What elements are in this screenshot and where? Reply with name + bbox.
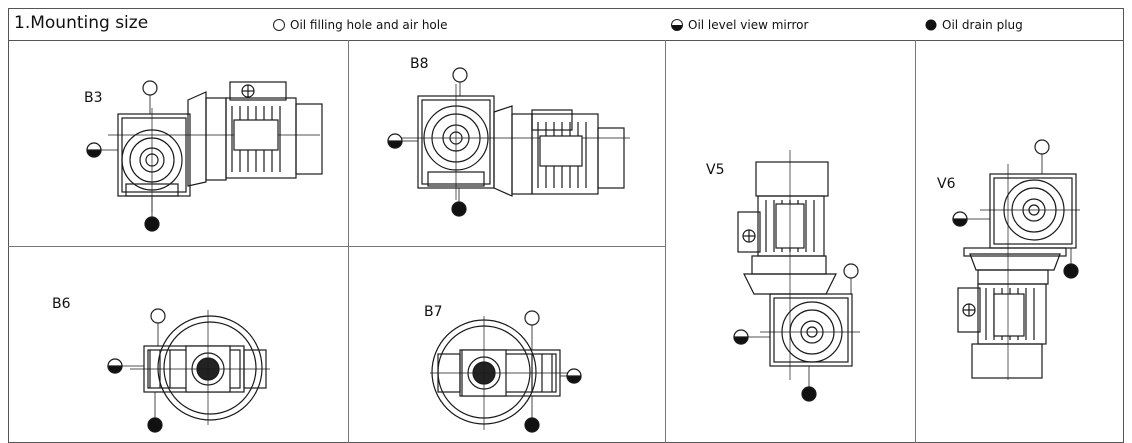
v5-gearbox-drawing — [737, 150, 860, 380]
b8-gearbox-drawing — [400, 84, 630, 200]
section-title: 1.Mounting size — [14, 13, 149, 33]
half-filled-circle-icon — [671, 19, 683, 31]
b6-gearbox-drawing — [130, 310, 270, 425]
legend-label: Oil level view mirror — [688, 18, 809, 32]
legend-label: Oil filling hole and air hole — [290, 18, 448, 32]
legend-label: Oil drain plug — [942, 18, 1023, 32]
position-label-b3: B3 — [84, 90, 103, 106]
filled-circle-icon — [925, 19, 937, 31]
position-label-b7: B7 — [424, 304, 443, 320]
b3-gearbox-drawing — [108, 81, 323, 212]
position-label-v5: V5 — [706, 162, 725, 178]
legend-oil-filling: Oil filling hole and air hole — [272, 18, 448, 32]
position-label-b8: B8 — [410, 56, 429, 72]
open-circle-icon — [273, 19, 285, 31]
legend-oil-level: Oil level view mirror — [670, 18, 808, 32]
position-label-b6: B6 — [52, 296, 71, 312]
legend-oil-drain: Oil drain plug — [924, 18, 1023, 32]
position-label-v6: V6 — [937, 176, 956, 192]
v6-gearbox-drawing — [957, 164, 1080, 380]
b7-gearbox-drawing — [430, 316, 570, 430]
